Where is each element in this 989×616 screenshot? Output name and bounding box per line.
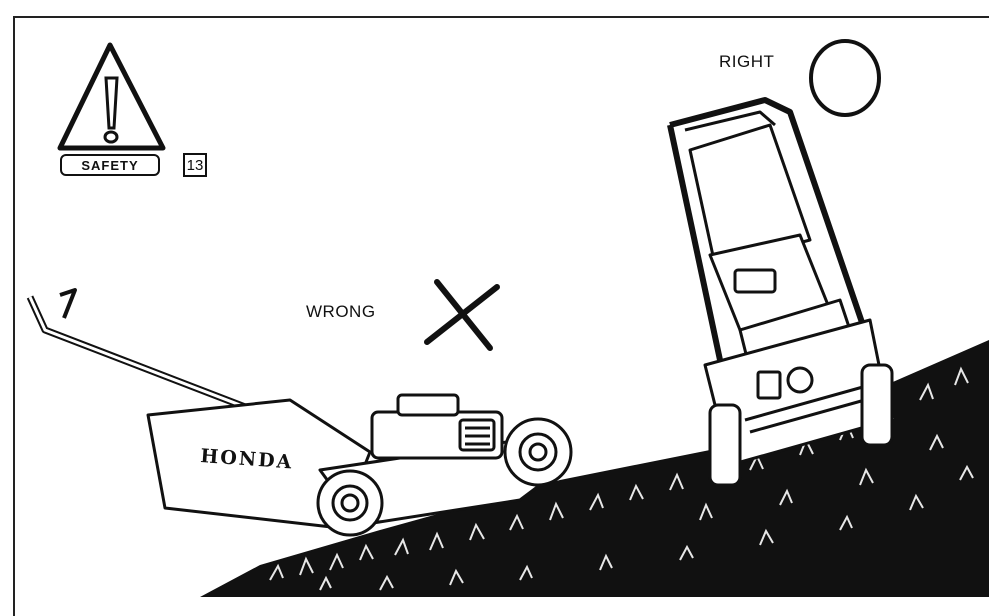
warning-triangle-icon (57, 42, 166, 151)
figure-frame (13, 16, 989, 616)
illustration (26, 39, 989, 597)
honda-logo: HONDA (200, 445, 294, 473)
x-mark-icon (424, 279, 500, 351)
right-label: RIGHT (719, 52, 775, 71)
circle-mark-icon (809, 39, 881, 117)
figure-number: 13 (183, 153, 207, 177)
mower-wrong (26, 288, 573, 537)
svg-text:HONDA: HONDA (200, 445, 294, 473)
wrong-label: WRONG (306, 302, 376, 321)
safety-badge: SAFETY (60, 154, 160, 176)
mower-right (667, 97, 894, 487)
